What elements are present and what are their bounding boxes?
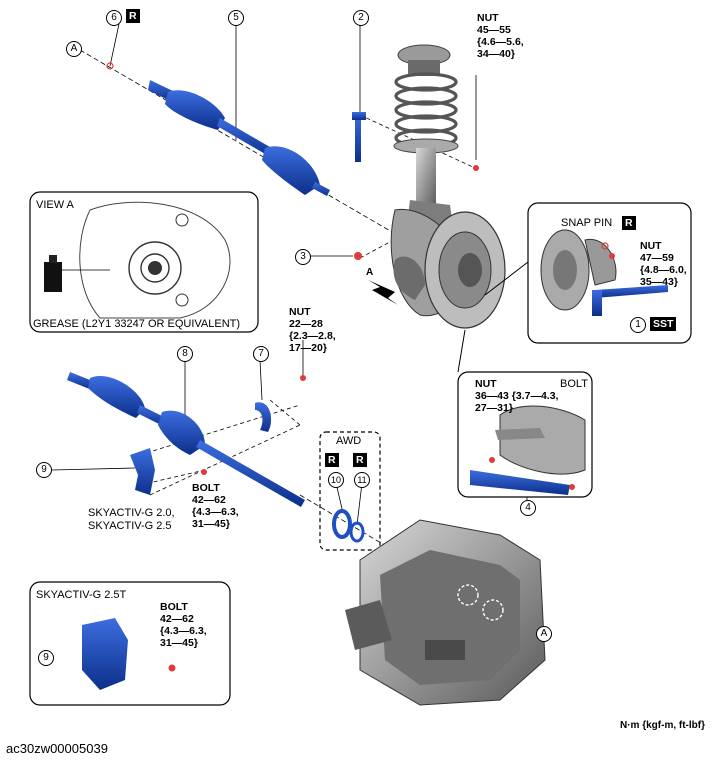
steering-knuckle-disc xyxy=(390,208,506,329)
awd-label: AWD xyxy=(336,435,362,447)
awd-box xyxy=(319,431,381,551)
bolt-label-lower-right: BOLT xyxy=(560,378,588,390)
skyactiv-25t-box xyxy=(29,581,231,706)
replace-badge-10: R xyxy=(325,453,339,467)
view-a-hub xyxy=(44,201,231,319)
detail-leader-1 xyxy=(484,261,529,296)
skyactiv-25t-title: SKYACTIV-G 2.5T xyxy=(36,589,127,601)
bolt-torque-box: BOLT 42—62 {4.3—6.3, 31—45} xyxy=(160,601,207,649)
front-halfshaft-upper xyxy=(148,80,330,196)
detail-leader-2 xyxy=(457,329,466,373)
callout-2: 2 xyxy=(353,10,369,26)
callout-9: 9 xyxy=(36,462,52,478)
torque-unit-note: N·m {kgf-m, ft-lbf} xyxy=(620,720,705,731)
arrow-a-label: A xyxy=(366,267,374,278)
support-bracket xyxy=(130,448,155,495)
callout-6: 6 xyxy=(106,10,122,26)
tie-rod-end xyxy=(352,112,366,162)
callout-3: 3 xyxy=(295,249,311,265)
callout-10: 10 xyxy=(328,472,344,488)
nut-torque-right: NUT 47—59 {4.8—6.0, 35—43} xyxy=(640,240,687,288)
replace-badge-6: R xyxy=(126,9,140,23)
snap-pin-detail xyxy=(540,229,668,316)
replace-badge-11: R xyxy=(353,453,367,467)
callout-1: 1 xyxy=(630,317,646,333)
view-direction-arrow xyxy=(368,280,398,305)
bearing-bracket xyxy=(255,402,272,432)
replace-badge-snap-pin: R xyxy=(622,216,636,230)
figure-code: ac30zw00005039 xyxy=(6,741,108,756)
callout-9-box: 9 xyxy=(38,650,54,666)
callout-4: 4 xyxy=(520,500,536,516)
snap-pin-label: SNAP PIN xyxy=(561,217,613,229)
callout-5: 5 xyxy=(228,10,244,26)
callout-7: 7 xyxy=(253,346,269,362)
callout-letter-a-bottom: A xyxy=(536,626,552,642)
nut-torque-mid: NUT 22—28 {2.3—2.8, 17—20} xyxy=(289,306,336,354)
callout-11: 11 xyxy=(354,472,370,488)
axis-line-lower xyxy=(269,399,301,426)
nut-torque-lower-right: NUT 36—43 {3.7—4.3, 27—31} xyxy=(475,378,559,414)
bolt-torque-mid: BOLT 42—62 {4.3—6.3, 31—45} xyxy=(192,482,239,530)
support-bracket-25t xyxy=(82,618,128,690)
front-halfshaft-lower xyxy=(67,372,305,507)
skyactiv-g-label: SKYACTIV-G 2.0, SKYACTIV-G 2.5 xyxy=(88,507,175,532)
callout-8: 8 xyxy=(177,346,193,362)
sst-badge: SST xyxy=(650,317,677,331)
nut-torque-top: NUT 45—55 {4.6—5.6, 34—40} xyxy=(477,12,524,60)
lower-arm-detail xyxy=(470,405,586,495)
callout-letter-a-top: A xyxy=(66,41,82,57)
grease-label: GREASE (L2Y1 33247 OR EQUIVALENT) xyxy=(33,318,241,330)
transaxle-engine xyxy=(345,519,546,706)
view-a-title: VIEW A xyxy=(36,199,74,211)
